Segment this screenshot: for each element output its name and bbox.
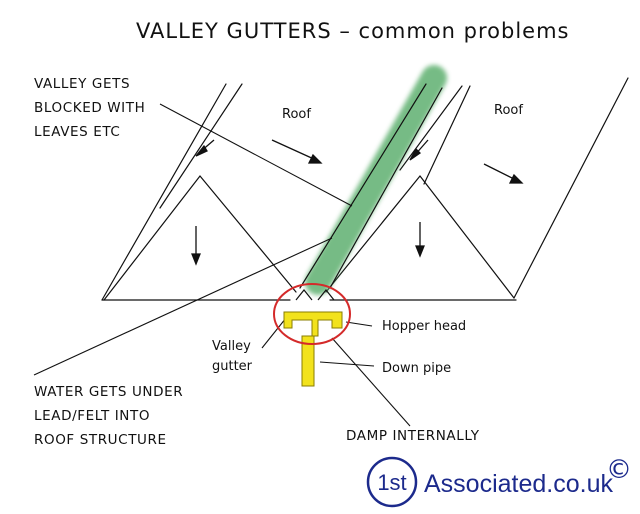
right-hip-line [419, 175, 515, 299]
logo-text: Associated.co.uk [424, 470, 613, 498]
water-under-line-1: WATER GETS UNDER [34, 384, 183, 400]
right-roof-outer-edge [513, 77, 629, 299]
valley-channel [299, 83, 443, 289]
left-valley-line [199, 175, 297, 293]
right-roof-edge-2 [399, 85, 463, 171]
hopper-head-pointer [345, 321, 373, 327]
valley-gutter-line-1: Valley [212, 339, 251, 354]
arrow-icon-right-slope [409, 139, 429, 161]
down-pipe-label: Down pipe [382, 361, 451, 376]
hopper-and-pipe [283, 289, 343, 387]
valley-right-edge [329, 87, 443, 289]
roof-label-left: Roof [282, 107, 311, 122]
water-under-line-2: LEAD/FELT INTO [34, 408, 150, 424]
valley-blocked-pointer [159, 103, 353, 207]
right-valley-line [325, 175, 421, 293]
water-under-pointer [33, 237, 333, 376]
valley-blocked-line-1: VALLEY GETS [34, 76, 130, 92]
hopper-head-shape [283, 311, 343, 337]
logo-badge-text: 1st [377, 470, 406, 495]
damp-internally-label: DAMP INTERNALLY [346, 428, 480, 444]
arrow-icon-left-down [191, 226, 201, 266]
valley-blocked-line-3: LEAVES ETC [34, 124, 120, 140]
diagram-title: VALLEY GUTTERS – common problems [136, 19, 570, 43]
right-roof-inner-edge [423, 85, 471, 185]
problem-highlight-circle [273, 283, 351, 345]
valley-gutter-line-2: gutter [212, 359, 253, 374]
arrow-icon-left-slope [195, 139, 215, 157]
roof-outline [101, 77, 629, 301]
valley-left-edge [299, 83, 427, 289]
arrow-icon-right-roof [483, 163, 524, 184]
label-pointers [33, 103, 411, 427]
valley-blocked-line-2: BLOCKED WITH [34, 100, 145, 116]
down-pipe-pointer [319, 361, 375, 367]
damp-pointer [331, 337, 411, 427]
brand-logo: 1st Associated.co.uk © [366, 455, 632, 508]
arrow-icon-right-down [415, 222, 425, 258]
left-hip-line [103, 175, 201, 301]
left-roof-inner-edge [159, 83, 243, 209]
valley-gutter-pointer [261, 317, 287, 349]
gutter-left-peak [295, 289, 313, 301]
leaves-blockage [305, 65, 447, 295]
water-under-line-3: ROOF STRUCTURE [34, 432, 167, 448]
left-roof-outer-edge [101, 83, 227, 301]
hopper-head-label: Hopper head [382, 319, 466, 334]
logo-badge-ring [366, 456, 418, 508]
arrow-icon-left-roof [271, 139, 323, 164]
roof-label-right: Roof [494, 103, 523, 118]
flow-arrows [191, 139, 524, 266]
down-pipe-shape [301, 335, 315, 387]
copyright-icon: © [606, 455, 632, 485]
gutter-right-peak [317, 289, 335, 301]
